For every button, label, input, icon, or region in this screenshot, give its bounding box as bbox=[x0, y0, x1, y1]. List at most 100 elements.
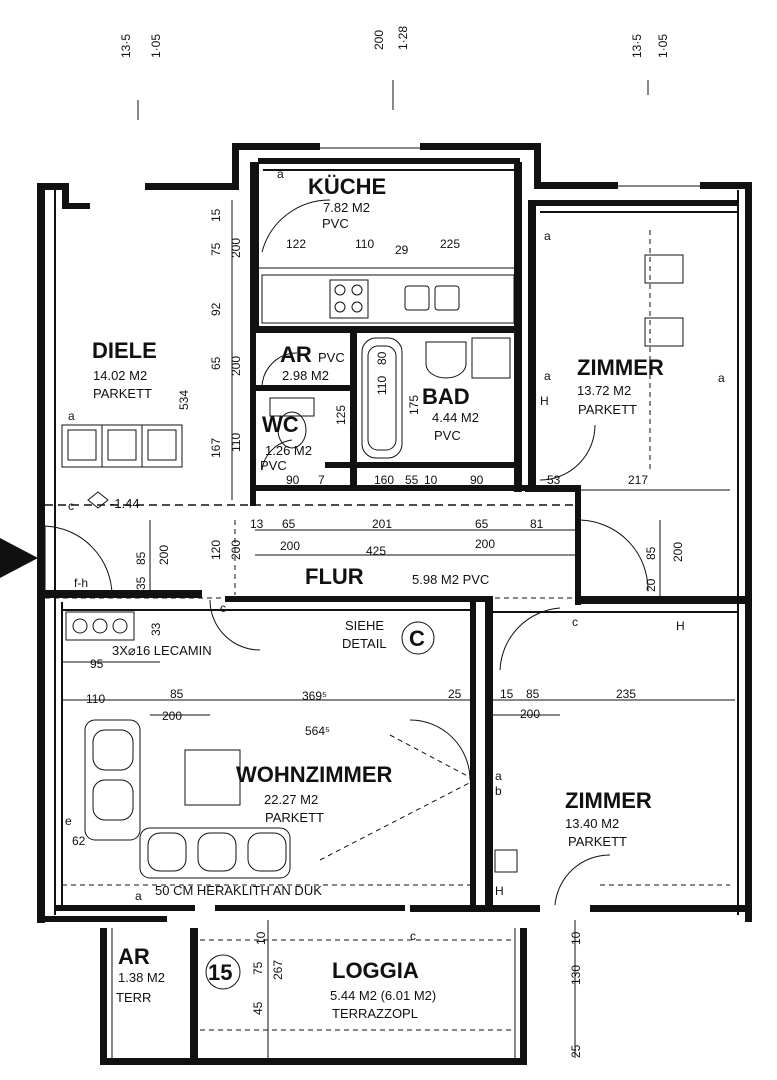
top-dim-mid-a: 200 bbox=[372, 30, 386, 50]
letter-h: H bbox=[676, 619, 685, 633]
bad-floor: PVC bbox=[434, 428, 461, 443]
dim-62: 62 bbox=[72, 834, 86, 848]
kueche-floor: PVC bbox=[322, 216, 349, 231]
doors bbox=[44, 352, 649, 906]
zimmer-top-floor: PARKETT bbox=[578, 402, 637, 417]
zimmer-bottom-floor: PARKETT bbox=[568, 834, 627, 849]
dim-10: 10 bbox=[424, 473, 438, 487]
vdim-85: 85 bbox=[134, 551, 148, 565]
bad-area: 4.44 M2 bbox=[432, 410, 479, 425]
vdim-45: 45 bbox=[251, 1001, 265, 1015]
ar-name: AR bbox=[280, 342, 312, 367]
dim-7: 7 bbox=[318, 473, 325, 487]
interior-walls bbox=[42, 147, 745, 911]
dim-15: 15 bbox=[500, 687, 514, 701]
detail-marker-circle bbox=[401, 621, 435, 655]
zimmer-bottom-name: ZIMMER bbox=[565, 788, 652, 813]
dim-122: 122 bbox=[286, 237, 306, 251]
room-wohnzimmer: WOHNZIMMER 22.27 M2 PARKETT bbox=[236, 762, 393, 825]
vdim-35: 35 bbox=[134, 576, 148, 590]
dim-85: 85 bbox=[170, 687, 184, 701]
room-zimmer-bottom: ZIMMER 13.40 M2 PARKETT bbox=[565, 788, 652, 849]
loggia-area: 5.44 M2 (6.01 M2) bbox=[330, 988, 436, 1003]
loggia-floor: TERRAZZOPL bbox=[332, 1006, 418, 1021]
kueche-name: KÜCHE bbox=[308, 174, 386, 199]
vdim-200e: 200 bbox=[671, 542, 685, 562]
unit-number: 15 bbox=[208, 960, 232, 985]
vdim-200c: 200 bbox=[157, 545, 171, 565]
dim-217: 217 bbox=[628, 473, 648, 487]
vdim-10b: 10 bbox=[569, 931, 583, 945]
dim-200c: 200 bbox=[162, 709, 182, 723]
diele-area: 14.02 M2 bbox=[93, 368, 147, 383]
letter-h: H bbox=[540, 394, 549, 408]
top-dim-right-a: 13·5 bbox=[630, 34, 644, 58]
dim-55: 55 bbox=[405, 473, 419, 487]
dim-225: 225 bbox=[440, 237, 460, 251]
top-dim-right-b: 1·05 bbox=[656, 34, 670, 58]
wc-floor: PVC bbox=[260, 458, 287, 473]
zimmer-top-area: 13.72 M2 bbox=[577, 383, 631, 398]
wc-area: 1.26 M2 bbox=[265, 443, 312, 458]
vdim-267: 267 bbox=[271, 960, 285, 980]
bad-name: BAD bbox=[422, 384, 470, 409]
wohnzimmer-area: 22.27 M2 bbox=[264, 792, 318, 807]
entrance-arrow bbox=[0, 538, 38, 578]
vdim-92: 92 bbox=[209, 302, 223, 316]
dashed-lines bbox=[45, 230, 730, 1031]
vdim-200a: 200 bbox=[229, 238, 243, 258]
vdim-15: 15 bbox=[209, 208, 223, 222]
room-diele: DIELE 14.02 M2 PARKETT bbox=[92, 338, 157, 401]
vdim-534: 534 bbox=[177, 390, 191, 410]
kueche-area: 7.82 M2 bbox=[323, 200, 370, 215]
vdim-200d: 200 bbox=[229, 540, 243, 560]
vdim-80: 80 bbox=[375, 351, 389, 365]
furniture bbox=[61, 254, 684, 879]
letter-a: a bbox=[544, 229, 551, 243]
dim-85b: 85 bbox=[526, 687, 540, 701]
zimmer-top-name: ZIMMER bbox=[577, 355, 664, 380]
heizkoerper-label: 50 CM HERAKLITH AN DUK bbox=[155, 883, 322, 898]
dim-95: 95 bbox=[90, 657, 104, 671]
dim-13: 13 bbox=[250, 517, 264, 531]
dim-81: 81 bbox=[530, 517, 544, 531]
misc-labels: SIEHE DETAIL C 3X⌀16 LECAMIN 50 CM HERAK… bbox=[0, 491, 435, 990]
dim-201: 201 bbox=[372, 517, 392, 531]
dim-235: 235 bbox=[616, 687, 636, 701]
dim-3695: 369⁵ bbox=[302, 689, 327, 703]
dim-425: 425 bbox=[366, 544, 386, 558]
room-flur: FLUR 5.98 M2 PVC bbox=[305, 564, 489, 589]
vdim-110: 110 bbox=[229, 433, 243, 452]
dim-200b: 200 bbox=[475, 537, 495, 551]
diele-floor: PARKETT bbox=[93, 386, 152, 401]
dim-160: 160 bbox=[374, 473, 394, 487]
vdim-110b: 110 bbox=[375, 376, 389, 395]
vdim-75: 75 bbox=[209, 242, 223, 256]
dimension-lines bbox=[62, 200, 735, 1058]
flur-area: 5.98 M2 PVC bbox=[412, 572, 489, 587]
horizontal-dimensions: 122 110 29 225 160 55 10 90 90 53 217 13… bbox=[72, 237, 648, 848]
loggia-name: LOGGIA bbox=[332, 958, 419, 983]
zimmer-bottom-area: 13.40 M2 bbox=[565, 816, 619, 831]
siehe-label: SIEHE bbox=[345, 618, 384, 633]
ar-area: 2.98 M2 bbox=[282, 368, 329, 383]
vdim-20: 20 bbox=[644, 578, 658, 592]
letter-a: a bbox=[135, 889, 142, 903]
vertical-dimensions: 15 75 200 92 65 200 534 167 110 110 80 1… bbox=[134, 208, 685, 1058]
room-ar-terr: AR 1.38 M2 TERR bbox=[116, 944, 165, 1005]
flur-name: FLUR bbox=[305, 564, 364, 589]
dim-25: 25 bbox=[448, 687, 462, 701]
dim-65b: 65 bbox=[475, 517, 489, 531]
dim-53: 53 bbox=[547, 473, 561, 487]
vdim-65: 65 bbox=[209, 356, 223, 370]
dim-29: 29 bbox=[395, 243, 409, 257]
vdim-200b: 200 bbox=[229, 356, 243, 376]
vdim-120: 120 bbox=[209, 540, 223, 560]
ar-terr-floor: TERR bbox=[116, 990, 151, 1005]
letter-c: c bbox=[68, 499, 74, 513]
letter-a: a bbox=[277, 167, 284, 181]
room-wc: WC 1.26 M2 PVC bbox=[260, 412, 312, 473]
dim-90b: 90 bbox=[470, 473, 484, 487]
vdim-85b: 85 bbox=[644, 546, 658, 560]
